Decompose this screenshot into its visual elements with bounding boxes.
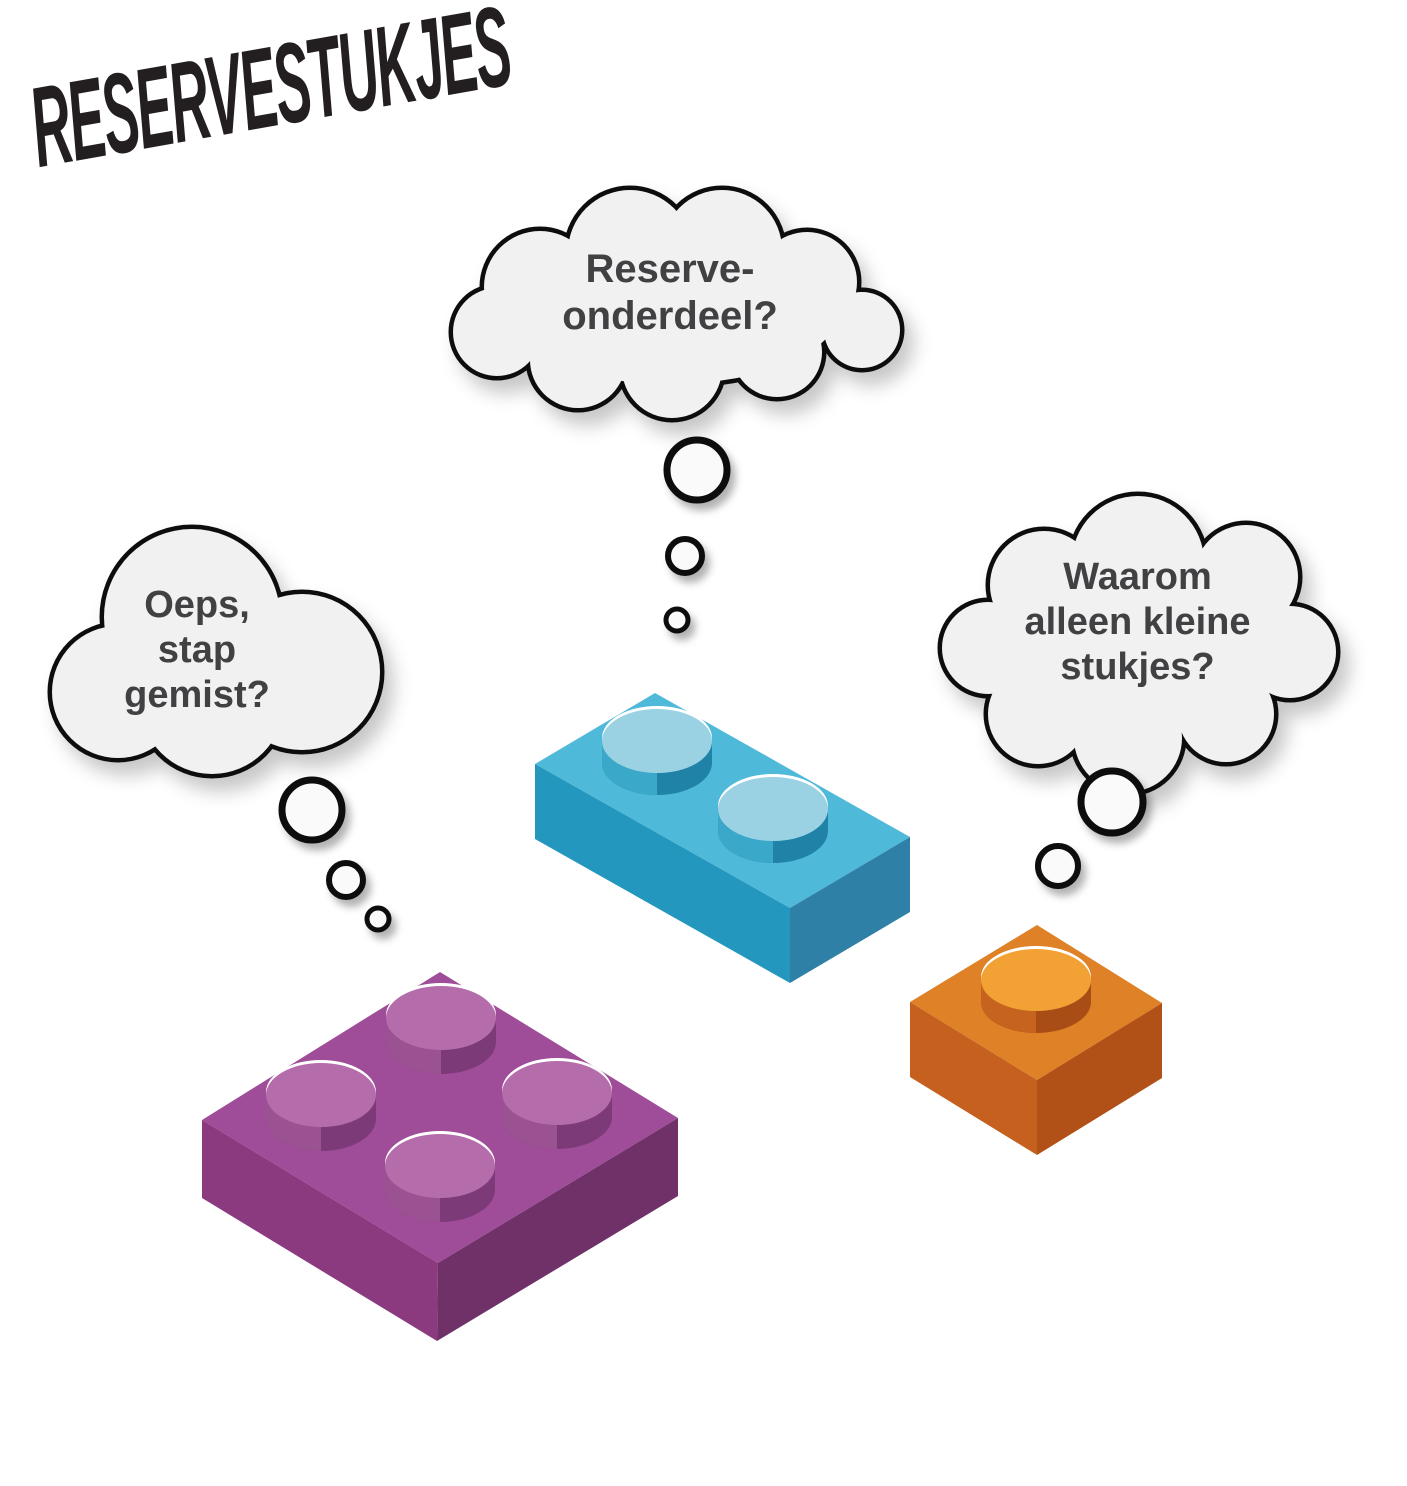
thought-trail-left [278, 776, 392, 933]
stud-side-light [981, 980, 1036, 1033]
stud-side-light [602, 741, 657, 795]
brick-left-face [535, 764, 790, 983]
stud-top [385, 1134, 495, 1198]
bubble-line: alleen kleine [1024, 600, 1251, 643]
bubble-line: Reserve- [585, 247, 755, 291]
bubble-line: stukjes? [1060, 645, 1215, 688]
bubble-line: onderdeel? [562, 294, 778, 339]
bubble-line: stap [157, 628, 237, 671]
bubble-line: Oeps, [144, 584, 250, 626]
thought-dot [278, 776, 346, 844]
stud-top [981, 949, 1091, 1011]
stud-side-light [718, 809, 773, 863]
brick-left-face [202, 1120, 438, 1341]
stud-top [502, 1061, 612, 1125]
bubble-line: gemist? [124, 673, 270, 716]
orange-1x1-brick [910, 925, 1162, 1155]
thought-trail-right [1035, 767, 1147, 889]
thought-dot [364, 905, 392, 933]
stud-top [718, 777, 828, 841]
bubble-text-left: Oeps, stap gemist? [37, 583, 357, 717]
stud-side-light [385, 1166, 440, 1222]
stud-side-light [266, 1095, 321, 1151]
stud-side-light [386, 1018, 441, 1074]
brick-top-face [202, 972, 678, 1263]
brick-right-face [437, 1118, 678, 1341]
lego-bricks [202, 693, 1162, 1341]
stud-top [266, 1063, 376, 1127]
thought-trail-center [663, 436, 731, 634]
bubble-text-right: Waarom alleen kleine stukjes? [945, 555, 1330, 689]
thought-dot [326, 860, 366, 900]
thought-dot [663, 606, 691, 634]
bubble-text-center: Reserve- onderdeel? [455, 246, 885, 340]
thought-dot [665, 536, 705, 576]
bubble-line: Waarom [1063, 556, 1212, 598]
brick-right-face [1037, 1003, 1162, 1155]
purple-2x2-brick [202, 972, 678, 1341]
thought-dot [663, 436, 731, 504]
blue-2x1-brick [535, 693, 910, 983]
brick-right-face [790, 837, 910, 983]
stud-side-light [502, 1093, 557, 1149]
stud-top [386, 986, 496, 1050]
stud-top [602, 709, 712, 773]
thought-dot [1035, 843, 1081, 889]
thought-dot [1077, 767, 1147, 837]
brick-left-face [910, 1002, 1037, 1155]
